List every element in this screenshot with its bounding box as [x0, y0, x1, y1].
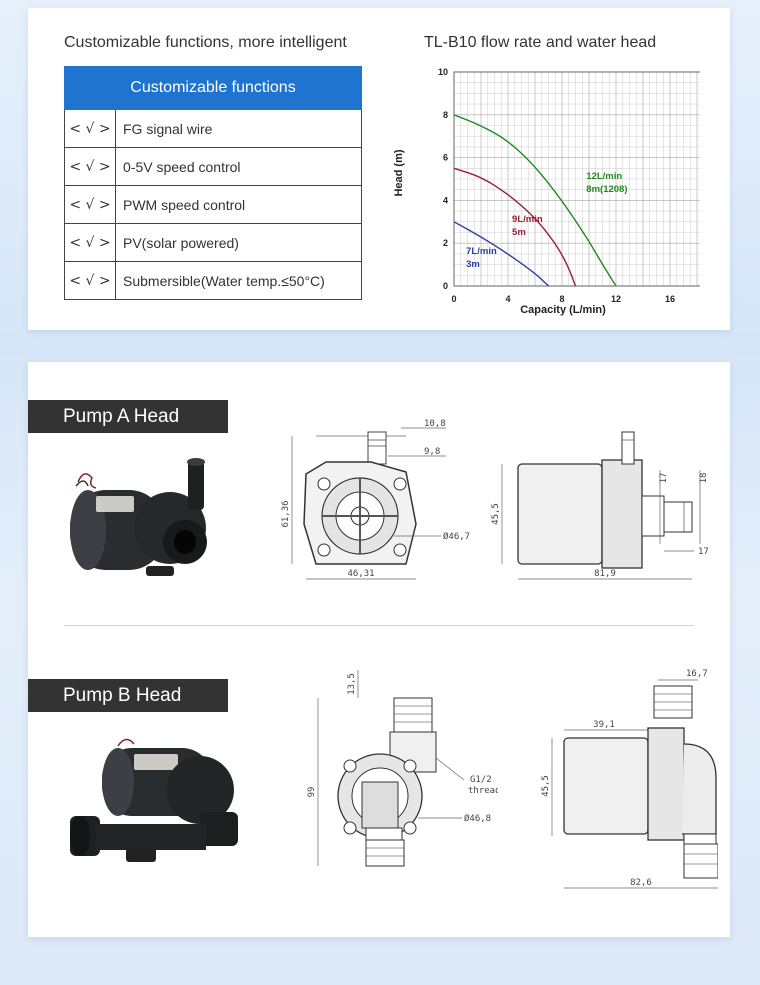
- dim-label: 10,8: [424, 419, 446, 429]
- pump-a-photo: [70, 458, 207, 576]
- section-divider: [64, 625, 694, 626]
- x-tick-label: 16: [665, 294, 675, 304]
- functions-heading: Customizable functions, more intelligent: [64, 34, 347, 51]
- dim-label: 9,8: [424, 447, 440, 457]
- functions-table-header: Customizable functions: [64, 66, 362, 110]
- y-axis-label: Head (m): [393, 149, 405, 196]
- series-line: [453, 114, 617, 287]
- plot-frame: [453, 71, 700, 287]
- x-tick-label: 0: [451, 294, 456, 304]
- functions-table: Customizable functions < √ > FG signal w…: [64, 66, 362, 300]
- x-axis-label: Capacity (L/min): [520, 304, 606, 316]
- series-label: 8m(1208): [586, 184, 627, 195]
- table-row: < √ > PWM speed control: [64, 185, 362, 224]
- y-tick-label: 2: [443, 238, 448, 248]
- function-label: PWM speed control: [115, 185, 362, 224]
- dim-label: G1/2: [470, 775, 492, 785]
- y-tick-label: 4: [443, 195, 448, 205]
- table-row: < √ > 0-5V speed control: [64, 147, 362, 186]
- chart-series: 12L/min 8m(1208) 9L/min 5m 7L/min 3m: [453, 114, 628, 287]
- function-label: Submersible(Water temp.≤50°C): [115, 261, 362, 300]
- dim-label: Ø46,8: [464, 813, 491, 824]
- pump-b-side-drawing: 16,7 39,1 45,5 82,6: [541, 669, 718, 889]
- dim-label: 61,36: [281, 500, 291, 527]
- check-mark: < √ >: [64, 185, 116, 224]
- dim-label: 45,5: [541, 775, 551, 797]
- table-row: < √ > Submersible(Water temp.≤50°C): [64, 261, 362, 300]
- x-tick-label: 8: [559, 294, 564, 304]
- function-label: 0-5V speed control: [115, 147, 362, 186]
- series-label: 12L/min: [586, 171, 622, 182]
- dim-label: 81,9: [594, 569, 616, 579]
- table-row: < √ > FG signal wire: [64, 109, 362, 148]
- pump-a-front-drawing: 10,8 9,8 61,36 Ø46,7 46,31: [281, 419, 470, 580]
- check-mark: < √ >: [64, 147, 116, 186]
- chart-title: TL-B10 flow rate and water head: [424, 34, 657, 51]
- y-tick-label: 10: [438, 67, 448, 77]
- series-label: 5m: [512, 227, 526, 238]
- dim-label: 99: [307, 787, 317, 798]
- dim-label: 17: [698, 547, 709, 557]
- pump-heads-card: Pump A Head 10,8 9,8 61,36: [28, 362, 730, 937]
- dim-label: 17: [659, 473, 669, 484]
- flow-head-chart: 0481216200246810 12L/min8m(1208)9L/min5m…: [393, 67, 700, 316]
- dim-label: 82,6: [630, 878, 652, 888]
- check-mark: < √ >: [64, 261, 116, 300]
- dim-label: 45,5: [491, 503, 501, 525]
- x-tick-label: 4: [505, 294, 510, 304]
- y-tick-label: 8: [443, 110, 448, 120]
- x-tick-label: 12: [611, 294, 621, 304]
- dim-label: 46,31: [347, 569, 374, 579]
- pump-a-label: Pump A Head: [28, 400, 228, 433]
- chart-axes: 0481216200246810: [438, 67, 700, 304]
- dim-label: 16,7: [686, 669, 708, 679]
- dim-label: 39,1: [593, 720, 615, 730]
- function-label: FG signal wire: [115, 109, 362, 148]
- pump-b-label: Pump B Head: [28, 679, 228, 712]
- pump-b-front-drawing: 13,5 99 G1/2 thread Ø46,8: [307, 670, 498, 867]
- y-tick-label: 6: [443, 153, 448, 163]
- series-line: [453, 167, 577, 287]
- y-tick-label: 0: [443, 281, 448, 291]
- pump-b-photo: [70, 738, 238, 862]
- dim-label: Ø46,7: [443, 531, 470, 542]
- series-label: 7L/min: [466, 246, 497, 257]
- check-mark: < √ >: [64, 109, 116, 148]
- specs-card: Customizable functions, more intelligent…: [28, 8, 730, 330]
- pump-a-side-drawing: 45,5 17 18 17 81,9: [491, 431, 709, 580]
- dim-label: 18: [699, 473, 709, 484]
- function-label: PV(solar powered): [115, 223, 362, 262]
- dim-label: thread: [468, 786, 498, 796]
- series-line: [453, 221, 549, 287]
- series-label: 3m: [466, 259, 480, 270]
- table-row: < √ > PV(solar powered): [64, 223, 362, 262]
- check-mark: < √ >: [64, 223, 116, 262]
- series-label: 9L/min: [512, 214, 543, 225]
- dim-label: 13,5: [347, 673, 357, 695]
